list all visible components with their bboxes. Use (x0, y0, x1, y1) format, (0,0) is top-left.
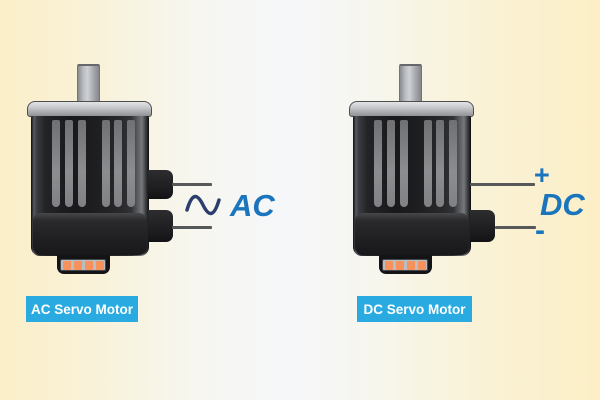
terminal-block-bottom (470, 210, 495, 242)
cooling-fin (114, 120, 122, 207)
connector-pin (95, 260, 104, 270)
connector-pin (406, 260, 415, 270)
ac-power-symbol: AC (230, 188, 275, 223)
negative-wire (495, 226, 536, 229)
connector-pin (84, 260, 93, 270)
terminal-block-top (148, 170, 173, 199)
dc-servo-motor-figure: + DC - DC Servo Motor (322, 0, 600, 400)
ac-servo-motor-figure: AC AC Servo Motor (26, 64, 275, 322)
cooling-fin (436, 120, 444, 207)
bottom-connector (379, 255, 432, 274)
ac-motor-caption: AC Servo Motor (26, 296, 138, 322)
plus-terminal-sign: + (534, 160, 550, 190)
motor-end-bell (355, 213, 469, 255)
cooling-fin (127, 120, 135, 207)
dc-power-symbol: DC (540, 187, 585, 222)
cooling-fin (387, 120, 395, 207)
cooling-fin (449, 120, 457, 207)
bottom-connector (57, 255, 110, 274)
motor-body (353, 116, 471, 256)
connector-pin (384, 260, 393, 270)
connector-socket (382, 259, 428, 271)
cooling-fin (424, 120, 432, 207)
cooling-fin (65, 120, 73, 207)
sine-wave-icon (185, 194, 221, 216)
cooling-fin (78, 120, 86, 207)
positive-wire (470, 183, 535, 186)
cooling-fin (102, 120, 110, 207)
cooling-fin (400, 120, 408, 207)
connector-pin (73, 260, 82, 270)
cooling-fin (374, 120, 382, 207)
motor-shaft (77, 64, 100, 103)
cooling-fin (52, 120, 60, 207)
power-wire-top (172, 183, 212, 186)
connector-pin (395, 260, 404, 270)
motor-end-bell (33, 213, 147, 255)
motor-front-cap (349, 101, 474, 117)
connector-pin (417, 260, 426, 270)
dc-motor-caption: DC Servo Motor (357, 296, 472, 322)
minus-terminal-sign: - (535, 214, 545, 247)
motor-front-cap (27, 101, 152, 117)
motor-shaft (399, 64, 422, 103)
terminal-block-bottom (148, 210, 173, 242)
motor-body (31, 116, 149, 256)
connector-socket (60, 259, 106, 271)
power-wire-bottom (172, 226, 212, 229)
connector-pin (62, 260, 71, 270)
